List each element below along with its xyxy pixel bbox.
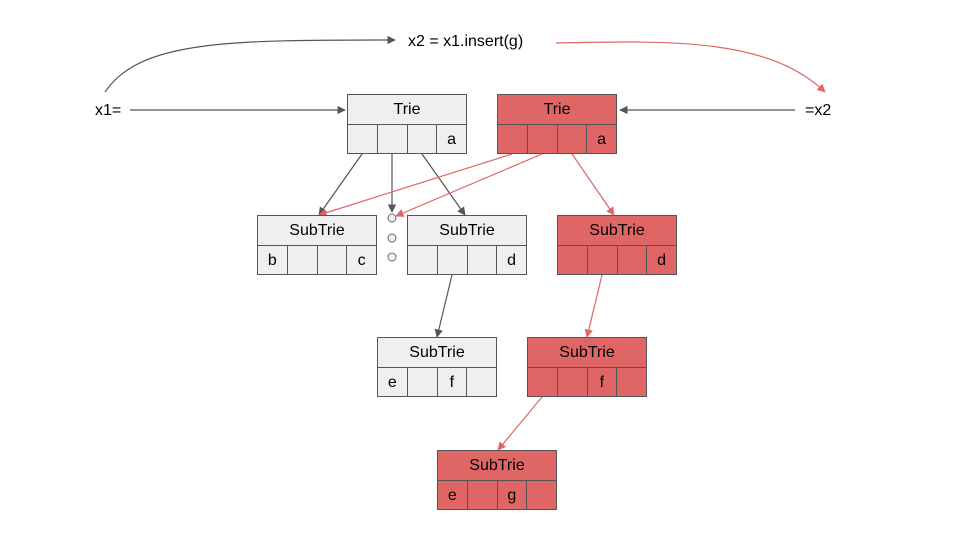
node-cell [468,481,498,510]
subtrie-node-d-new: SubTrie d [557,215,677,275]
edge-trie-new-to-d [571,153,615,216]
node-cell [558,125,588,154]
node-cell [527,481,556,510]
node-cell [558,368,588,397]
node-cell: f [588,368,618,397]
edge-trie-new-to-bc [318,153,513,217]
node-title: SubTrie [258,216,376,246]
node-title: Trie [498,95,616,125]
subtrie-node-d-old: SubTrie d [407,215,527,275]
node-cell [467,368,496,397]
edge-trie-new-to-dots [395,153,543,217]
trie-node-old: Trie a [347,94,467,154]
caption-label: x2 = x1.insert(g) [408,33,524,50]
curve-x1-to-caption [104,35,396,93]
edge-d-old-to-ef [434,274,453,338]
node-cell [618,246,648,275]
curve-caption-to-x2 [555,41,826,93]
edge-trie-old-to-d [421,153,466,216]
subtrie-node-ef-old: SubTrie e f [377,337,497,397]
node-cell [498,125,528,154]
node-cell: a [597,131,607,148]
node-cell [378,125,408,154]
node-cell: f [438,368,468,397]
node-cell [528,368,558,397]
trie-node-new: Trie a [497,94,617,154]
node-cell [318,246,348,275]
node-cell [348,125,378,154]
subtrie-node-f-new: SubTrie f [527,337,647,397]
ellipsis-dot [387,252,397,262]
ellipsis-dot [387,213,397,223]
node-title: SubTrie [558,216,676,246]
subtrie-node-bc: SubTrie b c [257,215,377,275]
node-cell: d [657,252,667,269]
node-cell [588,246,618,275]
edge-trie-old-to-bc [318,153,363,216]
node-title: SubTrie [378,338,496,368]
node-title: SubTrie [528,338,646,368]
node-title: SubTrie [408,216,526,246]
ellipsis-dot [387,233,397,243]
node-cell [617,368,646,397]
node-cell: g [498,481,528,510]
node-cell: b [258,246,288,275]
node-cell: c [357,252,366,269]
node-cell [528,125,558,154]
node-cell [438,246,468,275]
edge-d-new-to-f [584,274,603,338]
node-cell [288,246,318,275]
node-cell [408,368,438,397]
node-cell: d [507,252,517,269]
subtrie-node-eg-new: SubTrie e g [437,450,557,510]
node-cell: e [438,481,468,510]
node-cell [468,246,498,275]
node-cell [408,125,438,154]
node-title: Trie [348,95,466,125]
x2-label: =x2 [805,102,832,119]
node-cell: a [447,131,457,148]
node-cell [408,246,438,275]
node-cell: e [378,368,408,397]
node-cell [558,246,588,275]
edge-f-new-to-eg [497,396,543,451]
x1-label: x1= [95,102,122,119]
node-title: SubTrie [438,451,556,481]
